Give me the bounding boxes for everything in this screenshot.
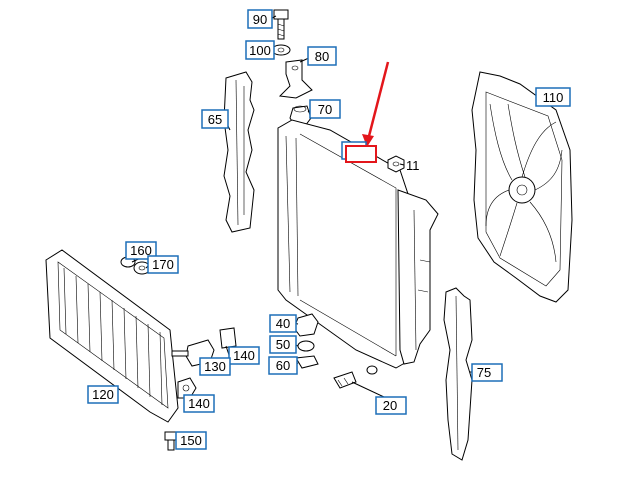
bracket-part-80 [278,59,313,99]
callout-label: 20 [383,398,397,413]
callout-11[interactable]: 11 [406,158,420,173]
callout-80[interactable]: 80 [307,46,337,66]
callout-label: 60 [276,358,290,373]
callout-label: 75 [477,365,491,380]
callout-120[interactable]: 120 [87,385,119,404]
callout-label: 70 [318,102,332,117]
callout-label: 140 [233,348,255,363]
callout-label: 150 [180,433,202,448]
cap-part-11 [387,155,405,173]
radiator-part-10 [277,119,439,369]
callout-110[interactable]: 110 [535,87,571,107]
callout-label: 80 [315,49,329,64]
callout-50[interactable]: 50 [269,335,297,354]
bolt-part-90 [273,9,289,40]
callout-140-lower[interactable]: 140 [183,394,215,413]
callout-label: 90 [253,12,267,27]
callout-label: 170 [152,257,174,272]
callout-10-highlight [345,145,377,163]
callout-label: 40 [276,316,290,331]
condenser-part-120 [45,249,179,423]
callout-65[interactable]: 65 [201,109,229,129]
air-guide-part-65 [223,71,255,233]
callout-label: 130 [204,359,226,374]
callout-label: 140 [188,396,210,411]
callout-label: 120 [92,387,114,402]
callout-label: 11 [406,158,420,173]
callout-75[interactable]: 75 [471,363,503,382]
callout-20[interactable]: 20 [375,396,407,415]
bolt-part-150 [164,431,178,451]
highlight-arrow [362,61,390,147]
drain-plug-part-20 [333,365,378,389]
callout-140-upper[interactable]: 140 [228,346,260,365]
callout-170[interactable]: 170 [147,255,179,274]
grommet-part-140-lower [177,377,197,399]
mount-part-40 [293,313,319,337]
callout-160[interactable]: 160 [125,241,157,260]
grommet-part-140-upper [219,327,237,349]
callout-130[interactable]: 130 [199,357,231,376]
callout-40[interactable]: 40 [269,314,297,333]
callout-label: 50 [276,337,290,352]
clip-part-60 [295,355,319,369]
fan-shroud-part-110 [471,71,573,303]
callout-label: 100 [249,43,271,58]
callout-label: 160 [130,243,152,258]
callout-90[interactable]: 90 [247,9,273,29]
callout-60[interactable]: 60 [268,356,298,375]
callout-label: 110 [543,90,564,105]
air-guide-part-75 [443,287,473,461]
bushing-part-50 [297,340,315,352]
callout-70[interactable]: 70 [309,99,341,119]
callout-label: 65 [208,112,222,127]
callout-100[interactable]: 100 [245,40,275,60]
callout-150[interactable]: 150 [175,431,207,450]
